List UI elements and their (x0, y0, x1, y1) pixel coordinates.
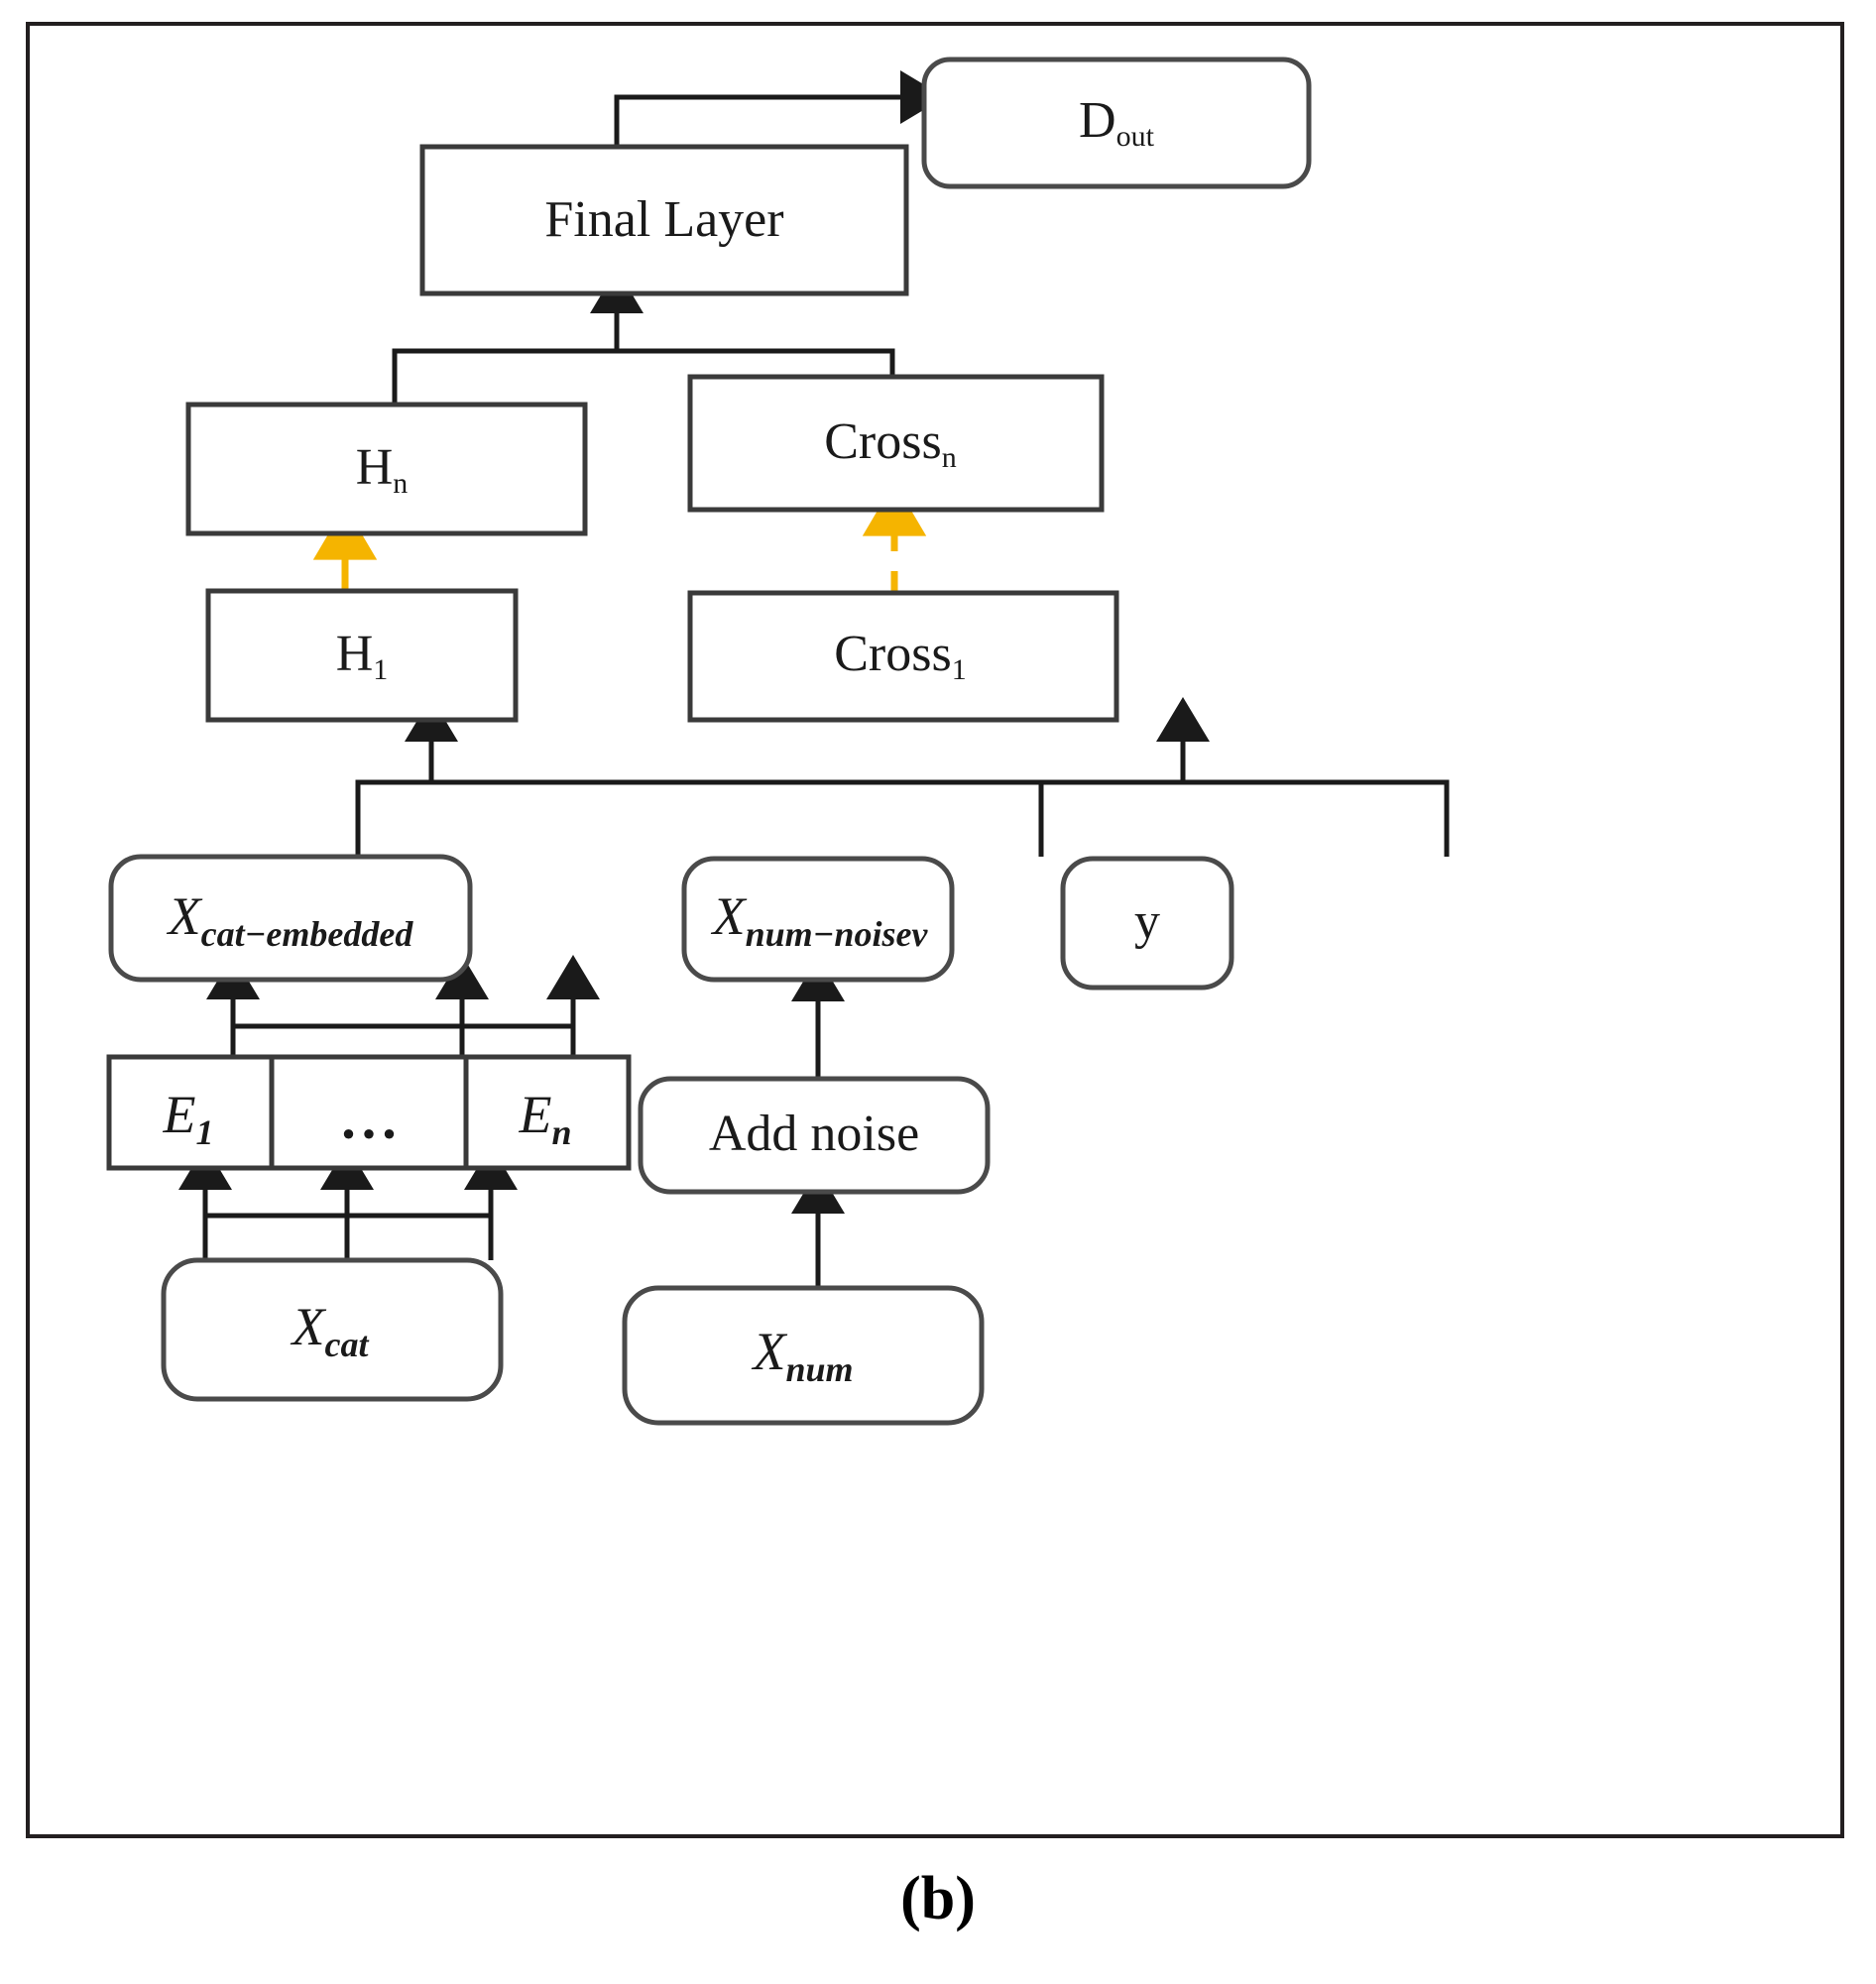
node-e-dots[interactable]: ... (269, 1054, 469, 1171)
figure-border: Dout Final Layer Hn Crossn (26, 22, 1844, 1838)
node-d-out[interactable]: Dout (921, 57, 1312, 189)
node-e-n-label: En (518, 1085, 571, 1152)
node-add-noise[interactable]: Add noise (638, 1076, 991, 1195)
node-h-1[interactable]: H1 (205, 588, 519, 723)
node-h-n-label: Hn (356, 439, 409, 500)
node-cross-n[interactable]: Crossn (687, 374, 1105, 513)
node-x-cat-embedded[interactable]: Xcat−embedded (108, 854, 473, 983)
node-cross-1-label: Cross1 (834, 626, 966, 686)
node-e-1-label: E1 (163, 1085, 214, 1152)
node-x-cat-embedded-label: Xcat−embedded (167, 886, 414, 954)
node-cross-1[interactable]: Cross1 (687, 590, 1119, 723)
node-e-1-shape (106, 1054, 275, 1171)
edge-lower-bus (355, 779, 1450, 857)
node-x-num-label: Xnum (751, 1322, 853, 1389)
node-final-layer[interactable]: Final Layer (419, 144, 909, 296)
edge-final-layer-to-dout (614, 70, 945, 147)
node-final-layer-label: Final Layer (544, 191, 783, 248)
node-x-cat-embedded-shape (108, 854, 473, 983)
figure-caption: (b) (900, 1865, 976, 1932)
node-y[interactable]: y (1060, 856, 1234, 991)
node-e-1[interactable]: E1 (106, 1054, 275, 1171)
node-y-shape (1060, 856, 1234, 991)
node-x-cat[interactable]: Xcat (161, 1257, 504, 1402)
node-final-layer-shape (419, 144, 909, 296)
node-d-out-shape (921, 57, 1312, 189)
node-x-num-noisev-shape (681, 856, 955, 983)
node-cross-1-shape (687, 590, 1119, 723)
node-x-num[interactable]: Xnum (622, 1285, 985, 1426)
node-add-noise-label: Add noise (709, 1106, 919, 1162)
node-h-n-shape (185, 402, 588, 536)
node-cross-n-shape (687, 374, 1105, 513)
node-h-n[interactable]: Hn (185, 402, 588, 536)
node-x-cat-label: Xcat (291, 1297, 370, 1364)
node-e-n[interactable]: En (463, 1054, 632, 1171)
node-h-1-shape (205, 588, 519, 723)
node-e-dots-label: ... (341, 1086, 403, 1150)
node-x-num-noisev[interactable]: Xnum−noisev (681, 856, 955, 983)
node-e-dots-shape (269, 1054, 469, 1171)
node-h-1-label: H1 (336, 626, 389, 686)
architecture-diagram: Dout Final Layer Hn Crossn (106, 57, 1450, 1426)
node-add-noise-shape (638, 1076, 991, 1195)
node-y-label: y (1134, 893, 1160, 950)
node-x-cat-shape (161, 1257, 504, 1402)
node-cross-n-label: Crossn (824, 413, 956, 474)
node-e-n-shape (463, 1054, 632, 1171)
node-d-out-label: Dout (1079, 92, 1155, 153)
node-x-num-noisev-label: Xnum−noisev (711, 886, 929, 954)
node-x-num-shape (622, 1285, 985, 1426)
